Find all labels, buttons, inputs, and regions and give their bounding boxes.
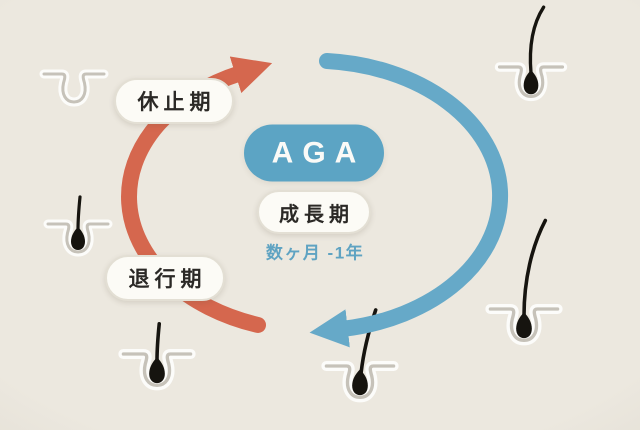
aga-badge: AGA: [244, 124, 384, 182]
resting-phase-label-text: 休止期: [137, 91, 216, 114]
empty-follicle-icon: [39, 69, 109, 107]
regression-phase-label-text: 退行期: [128, 268, 207, 291]
aga-badge-text: AGA: [271, 136, 366, 169]
long-hair-follicle-icon: [494, 5, 568, 102]
short-hair-follicle-icon: [118, 321, 196, 391]
growth-duration-text: 数ヶ月 -1年: [265, 243, 365, 263]
longest-hair-follicle-icon: [485, 218, 563, 346]
growth-arc-arrow-icon: [309, 53, 509, 348]
regression-phase-label: 退行期: [105, 255, 225, 301]
club-hair-follicle-icon: [43, 195, 113, 257]
growth-phase-label: 成長期: [257, 190, 371, 234]
resting-phase-label: 休止期: [114, 78, 234, 124]
growth-phase-label-text: 成長期: [279, 203, 354, 226]
